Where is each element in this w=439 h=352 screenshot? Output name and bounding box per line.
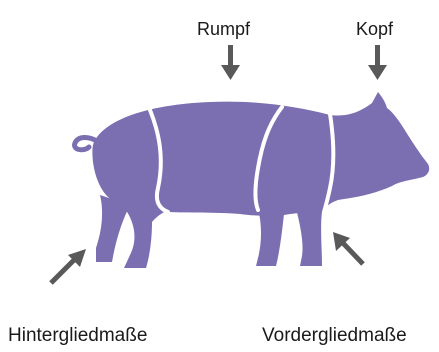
front-leg-near: [296, 208, 322, 266]
arrow-rumpf: [221, 45, 240, 80]
label-vordergliedmasse: Vordergliedmaße: [262, 326, 407, 345]
arrow-vordergliedmasse: [333, 232, 363, 264]
label-hintergliedmasse: Hintergliedmaße: [8, 326, 147, 345]
front-leg-far: [256, 208, 284, 266]
label-kopf: Kopf: [356, 20, 393, 38]
arrow-hintergliedmasse: [51, 249, 86, 283]
arrow-kopf: [368, 45, 387, 80]
label-rumpf: Rumpf: [197, 20, 250, 38]
pig-silhouette: [75, 92, 430, 268]
